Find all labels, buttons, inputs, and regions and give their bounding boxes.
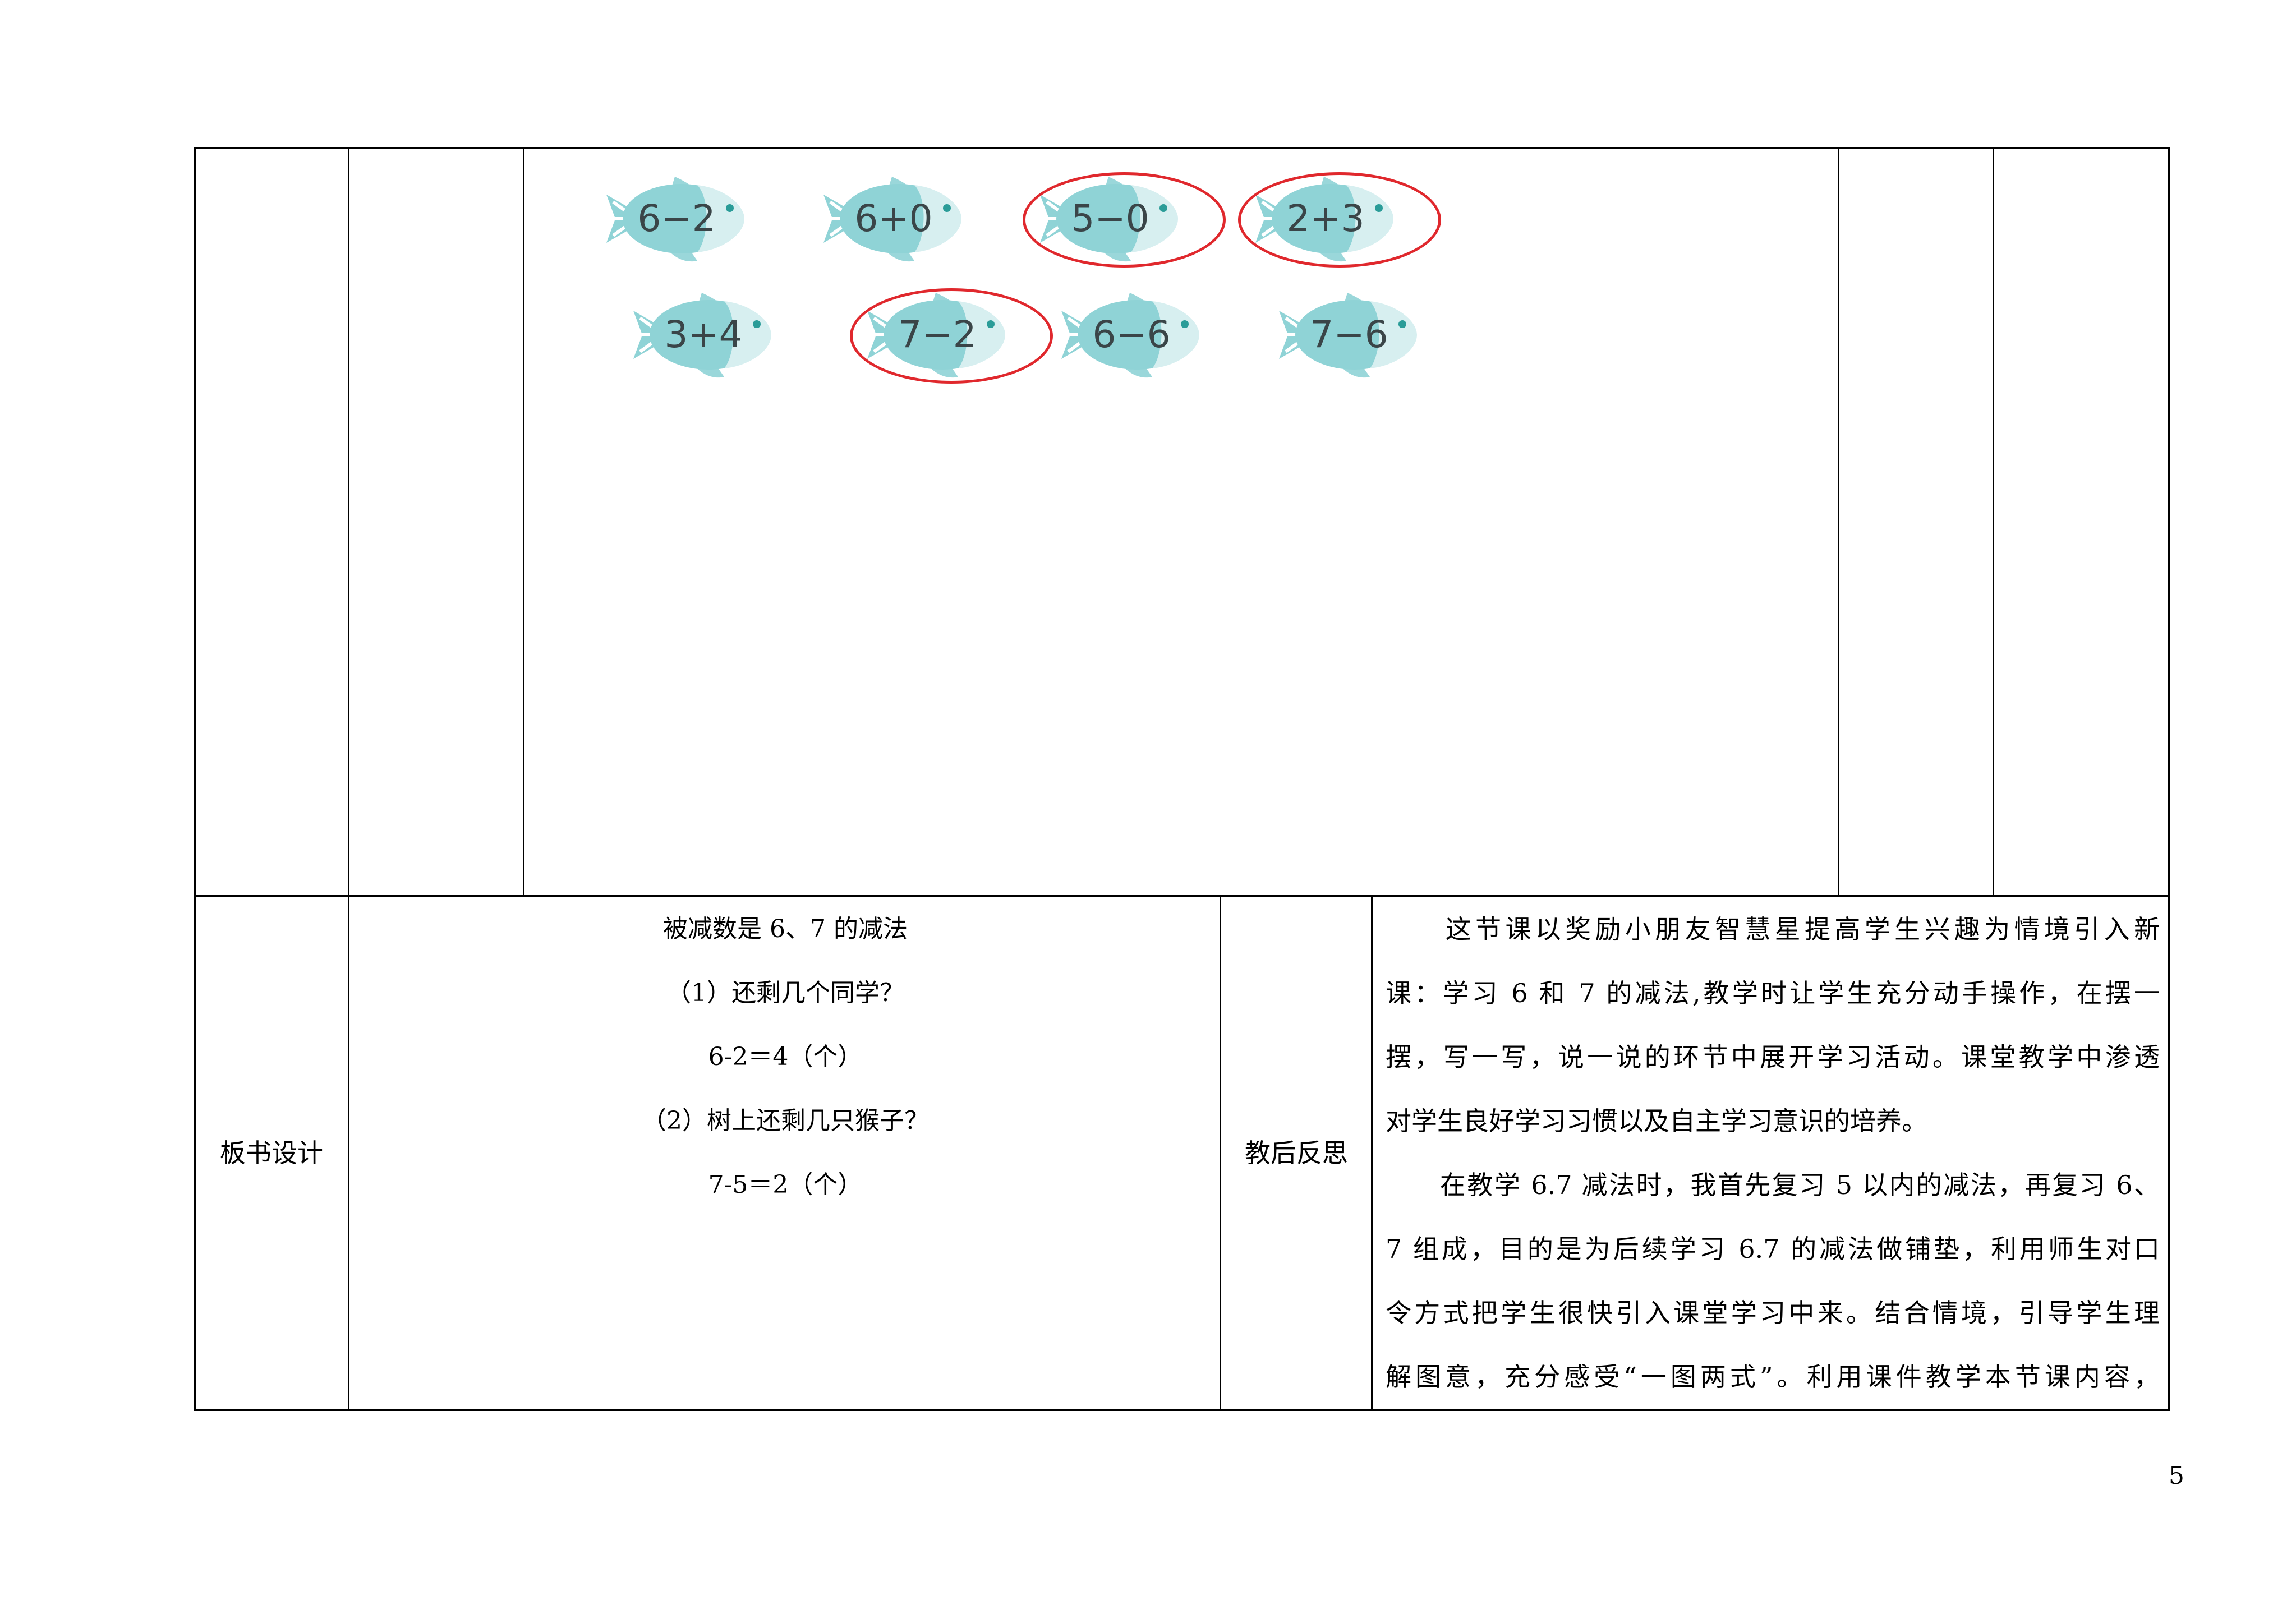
reflection-line: 摆，写一写，说一说的环节中展开学习活动。课堂教学中渗透 bbox=[1386, 1042, 2160, 1072]
fish-card: 6−6 bbox=[1058, 287, 1204, 382]
fish-card: 6−2 bbox=[603, 171, 749, 266]
reflection-line: 令方式把学生很快引入课堂学习中来。结合情境，引导学生理 bbox=[1386, 1298, 2160, 1328]
answer-circle-mark bbox=[1238, 172, 1441, 268]
page-number: 5 bbox=[2169, 1461, 2184, 1490]
table-divider bbox=[194, 895, 2170, 897]
table-divider bbox=[348, 896, 349, 1411]
fish-expression: 6−6 bbox=[1092, 313, 1171, 356]
table-divider bbox=[1838, 147, 1839, 896]
fish-expression: 3+4 bbox=[664, 313, 743, 356]
board-design-label: 板书设计 bbox=[220, 1138, 323, 1168]
answer-circle-mark bbox=[1023, 172, 1226, 268]
fish-card: 7−6 bbox=[1276, 287, 1421, 382]
board-line: 6-2＝4（个） bbox=[708, 1043, 863, 1071]
reflection-line: 解图意，充分感受“一图两式”。利用课件教学本节课内容， bbox=[1386, 1362, 2160, 1392]
board-line: 7-5＝2（个） bbox=[708, 1170, 863, 1199]
board-line: 被减数是 6、7 的减法 bbox=[663, 915, 908, 943]
board-line: （2）树上还剩几只猴子？ bbox=[642, 1106, 929, 1135]
table-divider bbox=[1220, 896, 1221, 1411]
table-divider bbox=[348, 147, 349, 896]
board-design-content: 被减数是 6、7 的减法 （1）还剩几个同学？ 6-2＝4（个） （2）树上还剩… bbox=[350, 897, 1221, 1217]
table-divider bbox=[1993, 147, 1994, 896]
board-line: （1）还剩几个同学？ bbox=[666, 979, 904, 1007]
reflection-line: 7 组成，目的是为后续学习 6.7 的减法做铺垫，利用师生对口 bbox=[1386, 1234, 2160, 1264]
reflection-line: 在教学 6.7 减法时，我首先复习 5 以内的减法，再复习 6、 bbox=[1386, 1170, 2160, 1200]
reflection-label: 教后反思 bbox=[1245, 1138, 1348, 1168]
fish-expression: 6+0 bbox=[854, 197, 933, 240]
reflection-line: 对学生良好学习习惯以及自主学习意识的培养。 bbox=[1386, 1106, 1927, 1136]
reflection-line: 课：学习 6 和 7 的减法,教学时让学生充分动手操作，在摆一 bbox=[1386, 978, 2160, 1008]
reflection-line: 这节课以奖励小朋友智慧星提高学生兴趣为情境引入新 bbox=[1386, 914, 2160, 944]
answer-circle-mark bbox=[850, 288, 1053, 384]
table-divider bbox=[1371, 896, 1373, 1411]
fish-expression: 6−2 bbox=[637, 197, 716, 240]
lesson-table bbox=[194, 147, 2170, 1411]
fish-expression: 7−6 bbox=[1310, 313, 1388, 356]
fish-card: 6+0 bbox=[820, 171, 966, 266]
table-divider bbox=[523, 147, 524, 896]
reflection-text: 这节课以奖励小朋友智慧星提高学生兴趣为情境引入新 课：学习 6 和 7 的减法,… bbox=[1386, 897, 2160, 1409]
fish-card: 3+4 bbox=[630, 287, 776, 382]
